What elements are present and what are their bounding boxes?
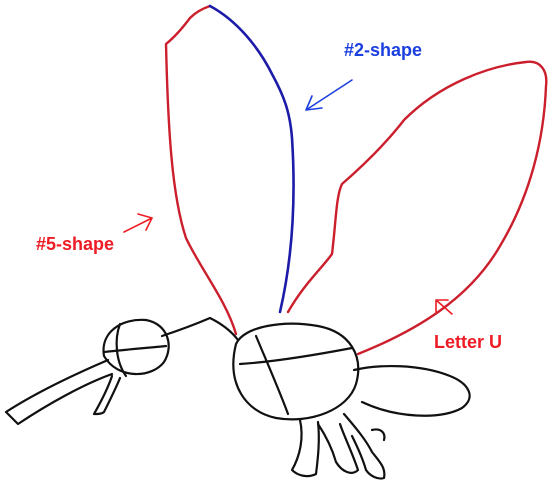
neck-sketch [160,316,240,342]
leg-1-sketch [290,418,320,478]
annotation-arrows [123,79,453,315]
five-shape-arrow [123,213,153,233]
left-wing-blue-outline [208,4,295,314]
two-shape-arrow [305,79,353,111]
leg-3-sketch [342,412,386,480]
sketch-layer [4,316,471,480]
head-neck-sketch [102,344,168,354]
body-stripe-2 [238,346,354,366]
right-wing-red-outline [286,60,548,356]
abdomen-sketch [352,364,471,417]
annotation-labels: #2-shape #5-shape Letter U [36,40,502,352]
leg-2-sketch [316,422,360,474]
letter-u-arrow [435,299,453,315]
proboscis-sketch [4,358,114,426]
left-wing-red-outline [164,4,238,336]
label-two-shape: #2-shape [344,40,422,60]
label-letter-u: Letter U [434,332,502,352]
label-five-shape: #5-shape [36,234,114,254]
head-sketch [102,318,170,376]
body-sketch [232,322,360,421]
body-stripe-1 [254,334,290,416]
palp-sketch [92,374,122,416]
wings-layer [164,4,548,356]
leg-3-foot-sketch [370,428,386,442]
